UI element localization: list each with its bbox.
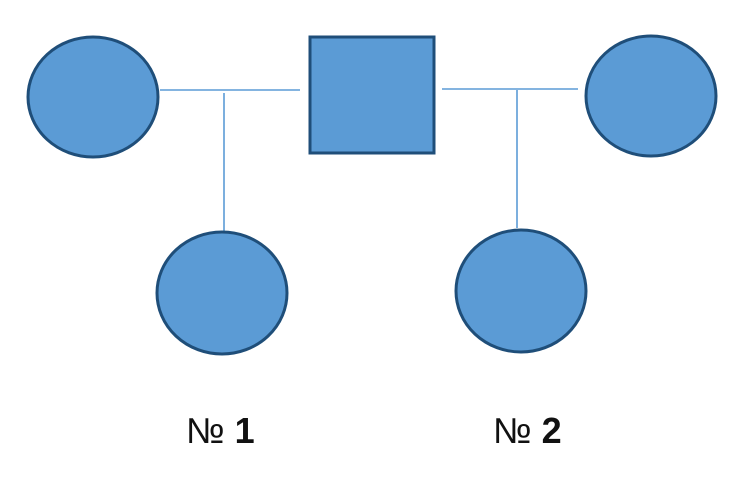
female-child-2 (454, 228, 588, 354)
child-label-1: № 1 (186, 413, 255, 449)
female-right (584, 34, 718, 158)
label-prefix: № (186, 410, 225, 451)
label-prefix: № (493, 410, 532, 451)
label-number: 1 (234, 410, 255, 451)
child-label-2: № 2 (493, 413, 562, 449)
female-child-1 (155, 230, 289, 356)
female-left (26, 35, 160, 159)
male-center (308, 35, 436, 155)
label-number: 2 (541, 410, 562, 451)
